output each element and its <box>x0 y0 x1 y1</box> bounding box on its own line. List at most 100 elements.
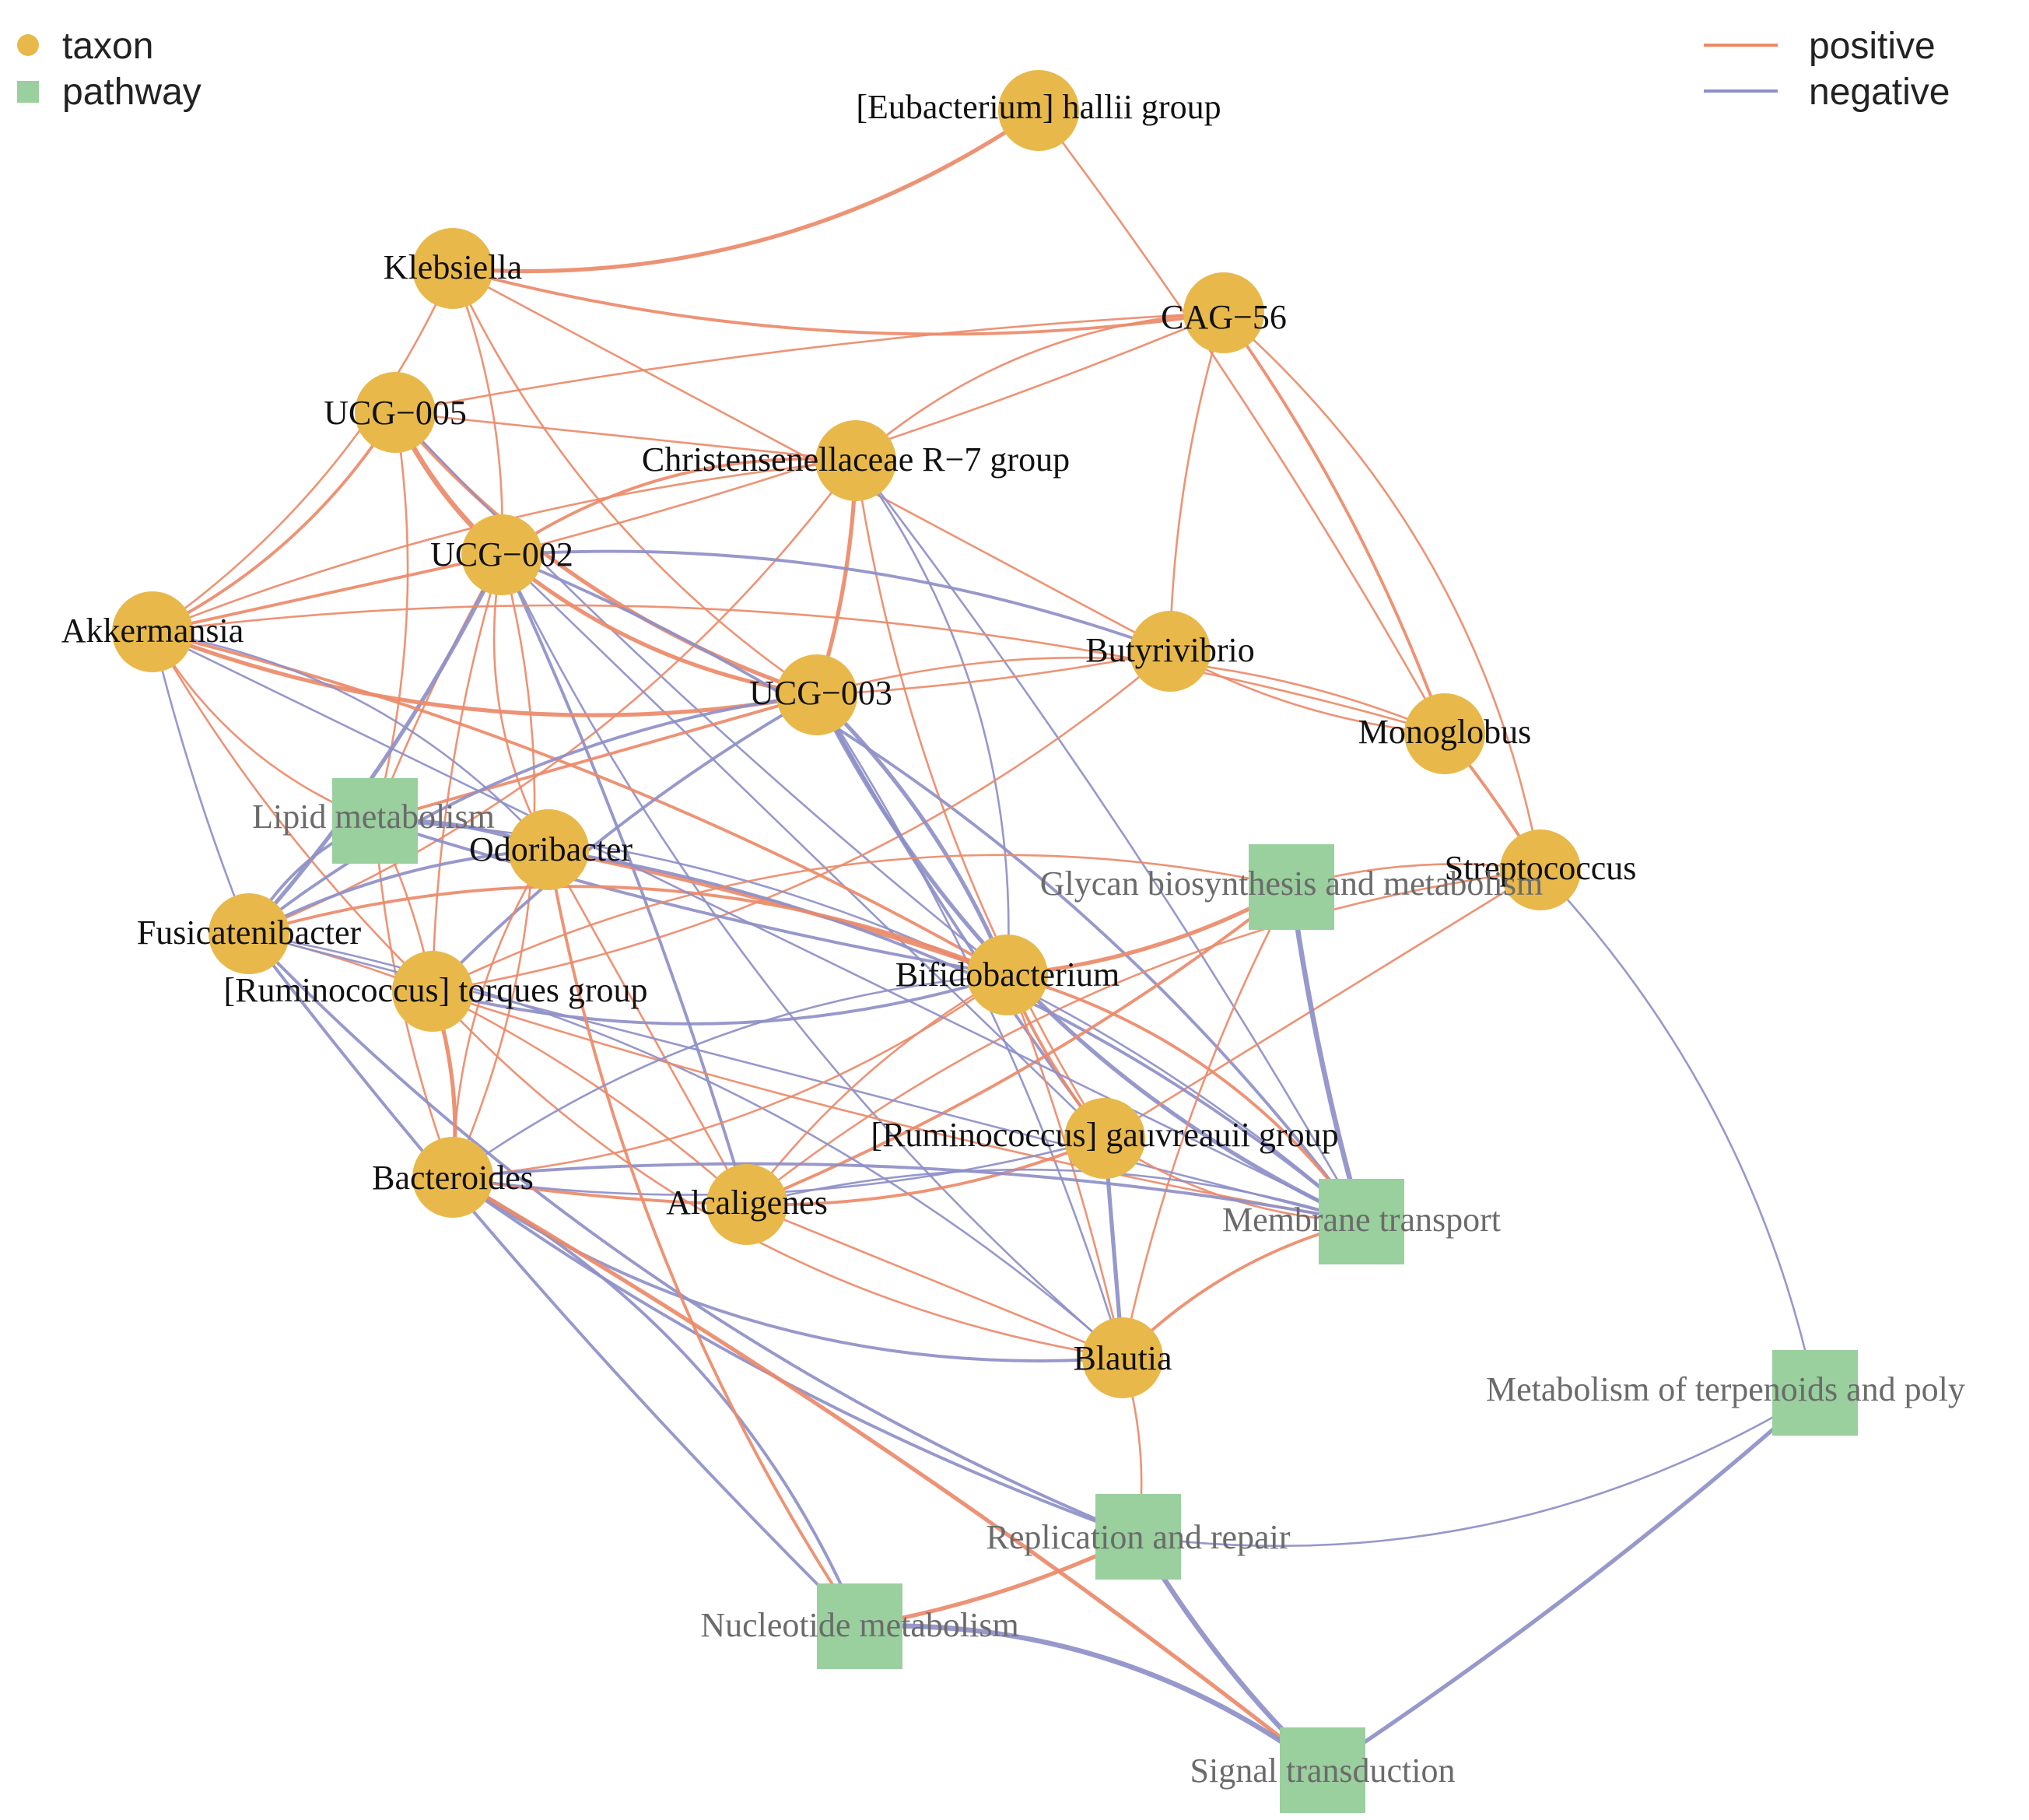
taxon-label-streptococcus: Streptococcus <box>1445 849 1637 887</box>
pathway-node-replication-and-repair <box>1095 1494 1181 1580</box>
edge-eub-monog <box>1037 109 1446 735</box>
taxon-node-fusicatenibacter <box>209 893 289 974</box>
edge-cag56-chris <box>854 311 1225 462</box>
edge-eub-kleb <box>450 108 1041 274</box>
taxon-label-bifidobacterium: Bifidobacterium <box>895 956 1120 994</box>
edge-ucg002-akk <box>151 553 503 633</box>
edge-bact-bifido <box>451 973 1009 1179</box>
taxon-node-ucg-003 <box>776 654 857 735</box>
edge-bact-repl <box>451 1176 1140 1538</box>
edge-bifido-alcal <box>745 973 1009 1206</box>
legend-taxon-label: taxon <box>62 26 153 67</box>
edge-fusi-nucl <box>247 932 861 1628</box>
edge-ucg002-butyr <box>500 549 1172 653</box>
pathway-label-membrane-transport: Membrane transport <box>1222 1201 1501 1239</box>
taxon-label-alcaligenes: Alcaligenes <box>666 1184 828 1222</box>
edge-ucg005-ucg003 <box>393 410 819 697</box>
edge-bifido-bact <box>451 973 1009 1179</box>
pathway-node-metabolism-of-terpenoids-and-poly <box>1772 1350 1858 1436</box>
edge-rumtor-alcal <box>431 990 748 1206</box>
taxon-node-odoribacter <box>508 809 589 890</box>
edge-ucg003-rumtor <box>431 693 818 993</box>
edge-alcal-memb <box>745 1168 1363 1223</box>
taxon-label-akkermansia: Akkermansia <box>61 612 244 650</box>
pathway-node-lipid-metabolism <box>332 778 418 864</box>
taxon-node-bacteroides <box>412 1137 493 1218</box>
taxon-node-butyrivibrio <box>1130 611 1211 692</box>
taxon-node-eubacterium-hallii-group <box>998 70 1079 151</box>
edge-repl-terp <box>1137 1391 1817 1548</box>
pathway-label-lipid-metabolism: Lipid metabolism <box>252 798 495 836</box>
edge-strep-alcal <box>745 868 1542 1206</box>
edge-fusi-blautia <box>247 932 1124 1359</box>
edge-ucg005-lipid <box>373 411 409 822</box>
taxon-node-monoglobus <box>1404 693 1485 774</box>
edge-ucg003-memb <box>815 693 1364 1224</box>
edge-fusi-bifido <box>247 885 1009 977</box>
legend-pathway-marker <box>17 81 39 103</box>
taxon-node-cag-56 <box>1183 272 1264 353</box>
edge-cag56-ucg005 <box>394 311 1225 414</box>
taxon-label-odoribacter: Odoribacter <box>469 830 633 868</box>
edge-ucg002-fusi <box>247 552 504 936</box>
edge-strep-terp <box>1539 868 1817 1394</box>
pathway-label-metabolism-of-terpenoids-and-poly: Metabolism of terpenoids and poly <box>1486 1370 1965 1408</box>
edge-odori-bifido <box>546 847 1010 977</box>
taxon-label-ruminococcus-torques-group: [Ruminococcus] torques group <box>224 971 648 1009</box>
edge-glycan-blautia <box>1121 885 1293 1359</box>
pathway-node-signal-transduction <box>1280 1727 1365 1813</box>
edge-ucg002-alcal <box>500 553 748 1206</box>
edge-terp-signal <box>1320 1390 1817 1773</box>
taxon-label-ucg-002: UCG−002 <box>430 535 573 573</box>
edge-rumtor-bifido <box>431 973 1009 1026</box>
legend-taxon-marker <box>17 34 39 56</box>
taxon-node-akkermansia <box>112 591 193 672</box>
edge-glycan-rumtor <box>431 854 1293 993</box>
edge-ucg002-rumtor <box>431 553 503 993</box>
taxon-node-alcaligenes <box>706 1164 787 1245</box>
taxon-node-bifidobacterium <box>967 935 1048 1015</box>
edge-bact-memb <box>451 1162 1363 1223</box>
taxon-node-blautia <box>1082 1317 1163 1398</box>
edge-glycan-memb <box>1288 884 1365 1225</box>
taxon-label-cag-56: CAG−56 <box>1161 298 1287 336</box>
edge-cag56-butyr <box>1169 311 1225 653</box>
taxon-label-klebsiella: Klebsiella <box>384 248 522 286</box>
edge-cag56-monog <box>1222 311 1446 735</box>
edge-chris-memb <box>854 459 1363 1223</box>
taxon-node-ucg-005 <box>355 372 436 453</box>
edge-akk-ucg003 <box>150 629 819 717</box>
label-layer: [Eubacterium] hallii groupKlebsiellaCAG−… <box>61 88 1965 1790</box>
taxon-node-ucg-002 <box>461 514 542 595</box>
taxon-node-ruminococcus-torques-group <box>392 951 473 1032</box>
edge-strep-rumgau <box>1103 868 1542 1140</box>
node-type-legend: taxon pathway <box>17 26 201 113</box>
taxon-label-christensenellaceae-r-7-group: Christensenellaceae R−7 group <box>642 440 1070 479</box>
edge-rumgau-alcal <box>745 1137 1106 1207</box>
pathway-label-glycan-biosynthesis-and-metabolism: Glycan biosynthesis and metabolism <box>1040 864 1543 903</box>
edge-ucg002-memb <box>500 553 1363 1223</box>
taxon-node-christensenellaceae-r-7-group <box>815 420 896 501</box>
edge-bifido-blautia <box>1006 973 1124 1359</box>
taxon-label-butyrivibrio: Butyrivibrio <box>1085 631 1255 669</box>
taxon-label-fusicatenibacter: Fusicatenibacter <box>137 914 362 952</box>
edge-odori-nucl <box>547 848 861 1628</box>
taxon-node-klebsiella <box>412 228 493 309</box>
edge-ucg005-bifido <box>394 411 1009 977</box>
edge-kleb-akk <box>151 267 454 633</box>
edge-akk-memb <box>151 630 1363 1223</box>
edge-odori-alcal <box>547 848 748 1206</box>
taxon-label-bacteroides: Bacteroides <box>372 1159 534 1197</box>
legend-negative-label: negative <box>1809 72 1950 113</box>
edge-ucg002-odori <box>492 553 550 851</box>
edge-ucg003-lipid <box>373 693 818 822</box>
edge-ucg005-akk <box>151 411 397 633</box>
legend-pathway-label: pathway <box>62 72 201 113</box>
taxon-label-eubacterium-hallii-group: [Eubacterium] hallii group <box>856 88 1221 126</box>
edge-ucg005-chris <box>394 411 857 462</box>
edge-odori-fusi <box>247 848 550 935</box>
node-layer <box>112 70 1858 1813</box>
edge-ucg003-fusi <box>247 693 818 935</box>
taxon-label-ucg-005: UCG−005 <box>324 394 467 432</box>
